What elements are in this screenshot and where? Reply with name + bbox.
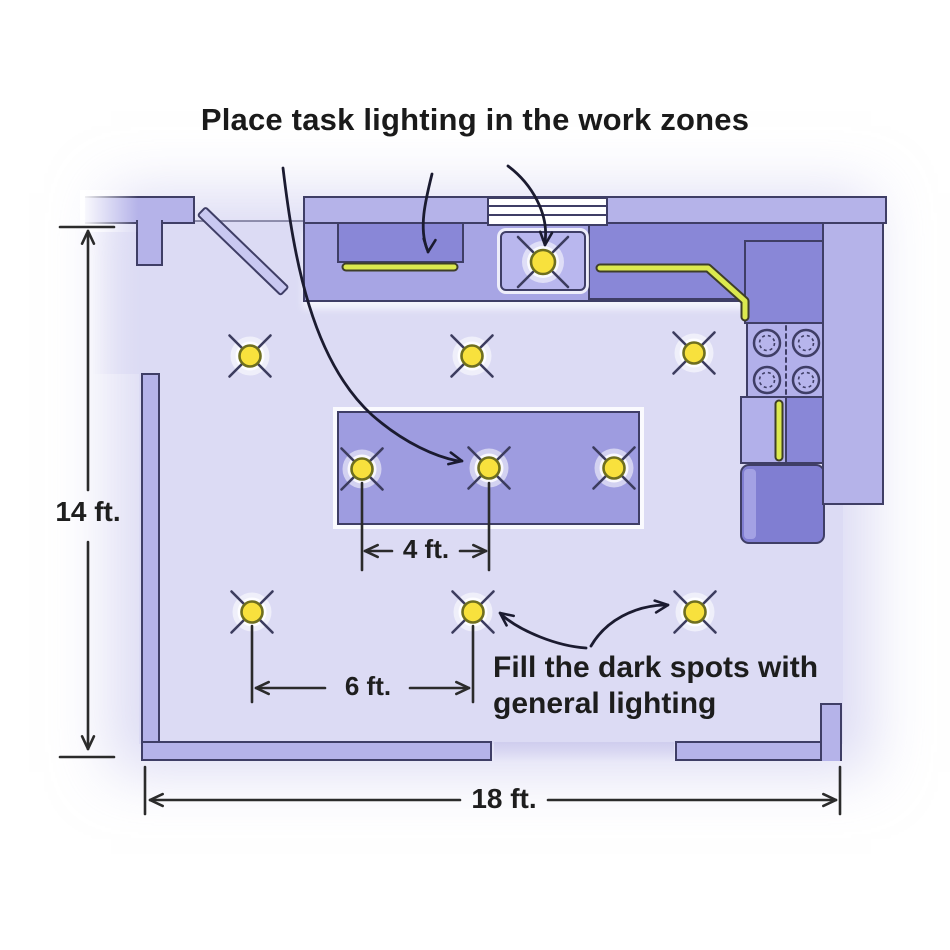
dim18-arrow-right [822, 798, 838, 808]
dim18-arrow-left [148, 792, 164, 802]
wall-bottom-left [141, 741, 492, 761]
wall-fade [80, 190, 138, 232]
dim18-arrow-right [822, 792, 838, 802]
upper-cabinet-left [337, 222, 464, 263]
dimension-room-depth: 14 ft. [55, 496, 121, 527]
doorway-floor-left [92, 224, 142, 374]
general-lighting-note-line1: Fill the dark spots with [493, 651, 819, 684]
wall-bottom-corner [820, 703, 842, 761]
wall-bottom-right [675, 741, 842, 761]
dimension-island-spacing: 4 ft. [402, 534, 450, 564]
dimension-room-width: 18 ft. [471, 783, 537, 814]
kitchen-island [337, 411, 640, 525]
wall-left [141, 373, 160, 760]
dim14-arrow-down [80, 735, 90, 751]
side-cabinet [785, 398, 822, 462]
doorway-floor-bottom [494, 742, 674, 762]
door-jamb [136, 220, 163, 266]
corner-cabinet [744, 240, 824, 324]
door-threshold [195, 220, 303, 222]
dim14-arrow-down [86, 735, 96, 751]
wall-right [822, 208, 884, 505]
window [487, 197, 608, 226]
dim14-arrow-up [80, 229, 90, 245]
general-lighting-note: Fill the dark spots with general lightin… [493, 650, 913, 722]
diagram-title: Place task lighting in the work zones [200, 102, 750, 137]
general-lighting-note-line2: general lighting [493, 687, 717, 720]
sink [500, 231, 586, 291]
dim18-arrow-left [148, 798, 164, 808]
dimension-general-spacing: 6 ft. [344, 671, 392, 701]
refrigerator-door [744, 469, 756, 539]
cooktop [746, 322, 824, 398]
